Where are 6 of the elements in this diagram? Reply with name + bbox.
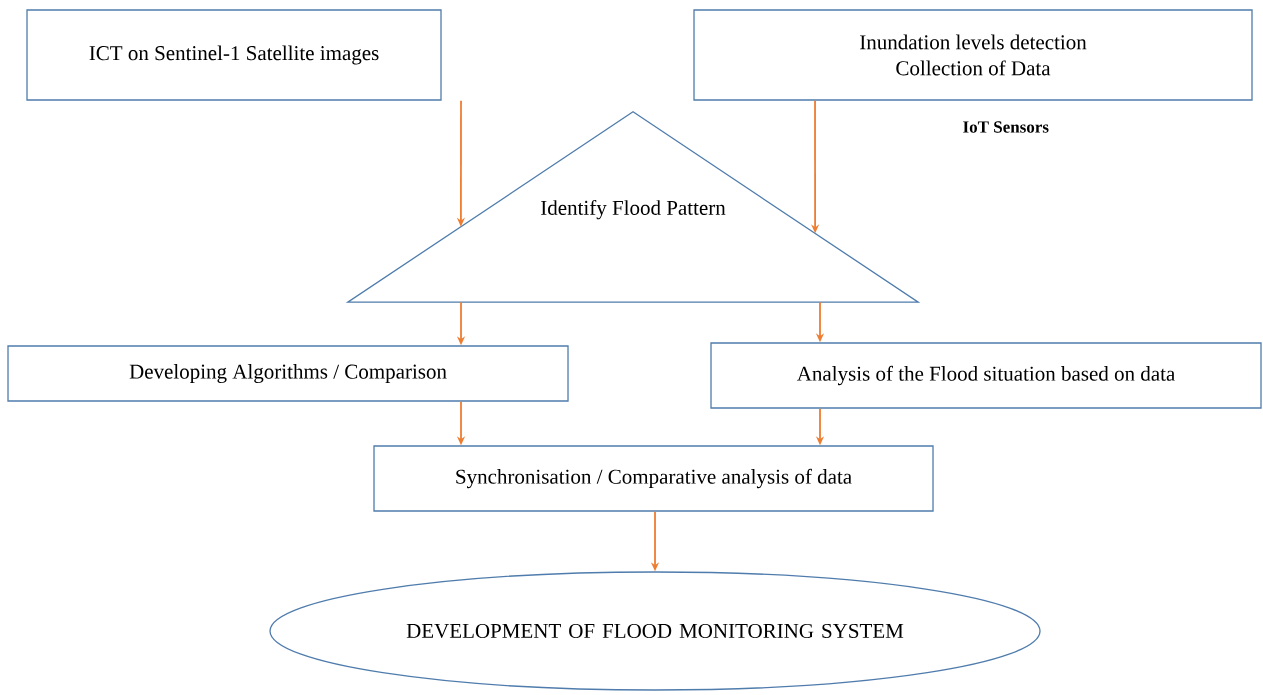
process-box: Developing Algorithms / Comparison	[7, 345, 569, 402]
process-box: ICT on Sentinel-1 Satellite images	[26, 9, 442, 101]
process-box: Analysis of the Flood situation based on data	[710, 342, 1262, 409]
side-label: IoT Sensors	[963, 121, 1049, 133]
process-box: Synchronisation / Comparative analysis of data	[373, 445, 934, 512]
process-box: Inundation levels detection Collection of Data	[693, 9, 1253, 101]
